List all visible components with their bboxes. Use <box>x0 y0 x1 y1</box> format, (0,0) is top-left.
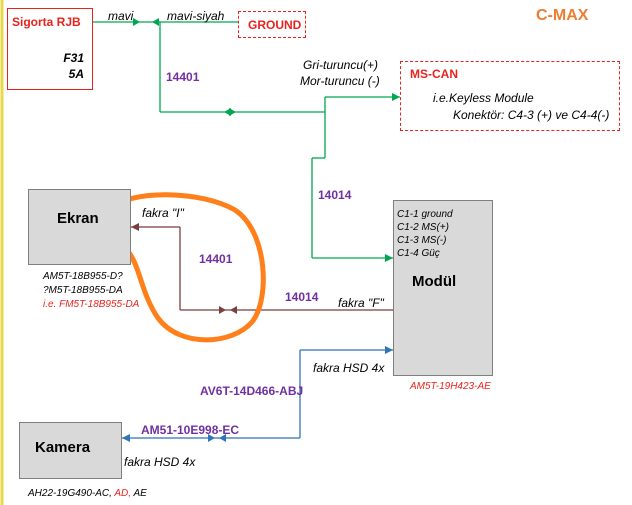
arrow-modul-green <box>385 254 393 262</box>
arrow-modul-blue <box>385 346 393 354</box>
green-wiring <box>93 21 400 259</box>
arrow-am51-right <box>219 434 226 442</box>
diagram-title: C-MAX <box>536 7 589 24</box>
wire-label-mavi: mavi <box>108 9 134 23</box>
fuse-box: Sigorta RJB F31 5A <box>7 8 93 90</box>
modul-title: Modül <box>412 273 457 290</box>
fakra-f-label: fakra "F" <box>338 296 384 310</box>
wire-label-mavi-siyah: mavi-siyah <box>167 9 225 23</box>
mscan-connector-label: Konektör: C4-3 (+) ve C4-4(-) <box>453 108 610 122</box>
modul-box: C1-1 ground C1-2 MS(+) C1-3 MS(-) C1-4 G… <box>393 200 493 376</box>
kamera-part-b: AD, <box>114 488 132 499</box>
brown-arrowheads <box>131 223 237 314</box>
connector-14401-mid: 14401 <box>199 252 233 266</box>
modul-pin-4: C1-4 Güç <box>397 248 440 259</box>
kamera-part-numbers: AH22-19G490-AC, AD, AE <box>28 488 147 499</box>
mscan-box: MS-CAN i.e.Keyless Module Konektör: C4-3… <box>400 61 620 131</box>
kamera-part-a: AH22-19G490-AC, <box>28 488 112 499</box>
fuse-box-title: Sigorta RJB <box>12 15 81 29</box>
arrow-connector-left <box>219 306 226 314</box>
modul-pin-2: C1-2 MS(+) <box>397 222 449 233</box>
modul-pin-3: C1-3 MS(-) <box>397 235 447 246</box>
ground-label: GROUND <box>248 18 302 32</box>
arrow-mavi-left <box>133 18 140 26</box>
brown-wiring <box>131 226 393 311</box>
kamera-title: Kamera <box>35 439 91 456</box>
connector-14014-mid: 14014 <box>285 290 319 304</box>
arrow-mavi-right <box>152 18 159 26</box>
ekran-box: Ekran <box>28 189 131 265</box>
cable-av6t: AV6T-14D466-ABJ <box>200 384 304 398</box>
ekran-part-1: AM5T-18B955-D? <box>43 271 123 282</box>
kamera-part-c: AE <box>133 488 147 499</box>
arrow-connector-right <box>230 306 237 314</box>
wire-label-gri-turuncu: Gri-turuncu(+) <box>303 58 379 72</box>
mscan-title: MS-CAN <box>410 67 458 81</box>
ekran-part-3: i.e. FM5T-18B955-DA <box>43 299 140 310</box>
ekran-part-2: ?M5T-18B955-DA <box>43 285 123 296</box>
connector-14401-top: 14401 <box>166 70 200 84</box>
arrow-14401-right <box>229 108 236 116</box>
arrow-am51-left <box>208 434 215 442</box>
modul-pin-1: C1-1 ground <box>397 209 453 220</box>
wire-label-mor-turuncu: Mor-turuncu (-) <box>300 74 380 88</box>
fakra-hsd-kamera-label: fakra HSD 4x <box>124 455 196 469</box>
connector-14014-top: 14014 <box>318 188 352 202</box>
fuse-amperage: 5A <box>68 67 84 81</box>
arrow-ekran <box>131 223 139 231</box>
cable-am51: AM51-10E998-EC <box>141 423 240 437</box>
modul-part: AM5T-19H423-AE <box>410 381 491 392</box>
mscan-module-label: i.e.Keyless Module <box>433 91 534 105</box>
arrow-kamera <box>122 434 130 442</box>
blue-arrowheads <box>122 346 393 442</box>
ekran-title: Ekran <box>57 210 99 227</box>
fuse-number: F31 <box>63 51 84 65</box>
green-arrowheads <box>133 18 400 262</box>
fakra-i-label: fakra "I" <box>142 206 184 220</box>
kamera-box: Kamera <box>19 422 122 479</box>
arrow-mscan <box>392 93 400 101</box>
fakra-hsd-modul-label: fakra HSD 4x <box>313 361 385 375</box>
ground-box: GROUND <box>238 11 306 38</box>
